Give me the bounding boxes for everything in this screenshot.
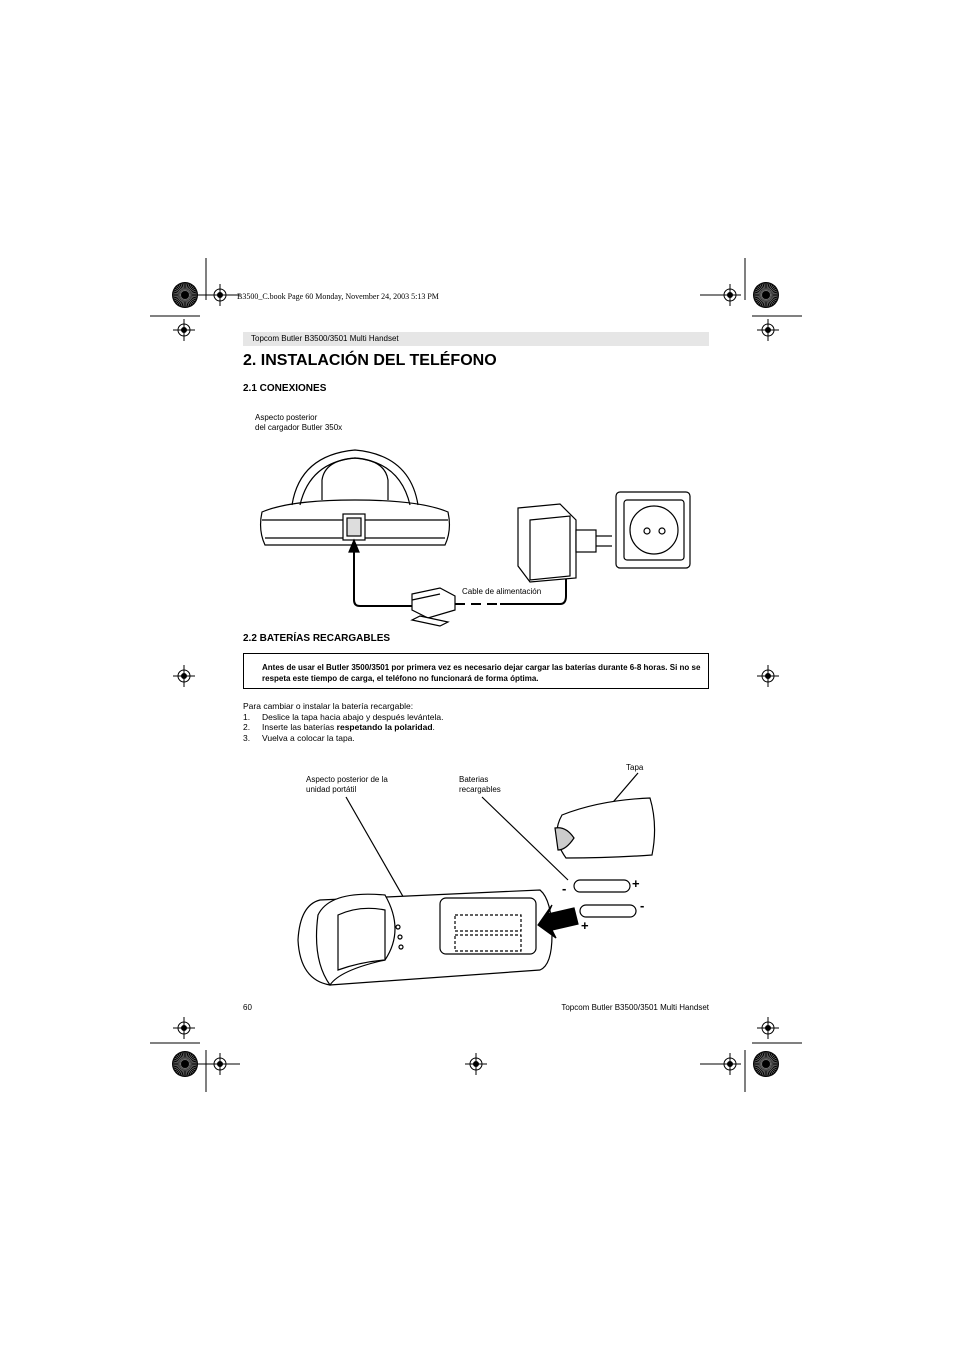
battery-cover xyxy=(556,797,656,859)
charging-notice-box: Antes de usar el Butler 3500/3501 por pr… xyxy=(243,653,709,689)
crosshair-mark xyxy=(209,284,231,306)
section-title: 2. INSTALACIÓN DEL TELÉFONO xyxy=(243,352,497,369)
charger-caption-line2: del cargador Butler 350x xyxy=(255,423,343,432)
crosshair-mark xyxy=(757,1017,779,1039)
crosshair-mark xyxy=(757,665,779,687)
subsection-title-conexiones: 2.1 CONEXIONES xyxy=(243,383,327,394)
battery-1 xyxy=(573,879,631,893)
batteries-label: Baterias recargables xyxy=(459,775,501,794)
step-1: 1.Deslice la tapa hacia abajo y después … xyxy=(243,711,444,722)
cable-connector xyxy=(411,587,456,619)
step-2: 2.Inserte las baterías respetando la pol… xyxy=(243,722,435,732)
crosshair-mark xyxy=(719,284,741,306)
crosshair-mark xyxy=(173,665,195,687)
cable-label: Cable de alimentación xyxy=(462,587,542,596)
sunburst-mark xyxy=(172,282,198,308)
footer-product: Topcom Butler B3500/3501 Multi Handset xyxy=(561,1003,709,1012)
crosshair-mark xyxy=(173,1017,195,1039)
crosshair-mark xyxy=(173,319,195,341)
footer-page-number: 60 xyxy=(243,1003,252,1012)
polarity-plus-bottom: + xyxy=(581,918,589,933)
battery-2 xyxy=(579,904,637,918)
crosshair-mark xyxy=(719,1053,741,1075)
crosshair-mark xyxy=(465,1053,487,1075)
polarity-minus-top: - xyxy=(562,881,567,896)
crosshair-mark xyxy=(209,1053,231,1075)
charger-caption: Aspecto posterior del cargador Butler 35… xyxy=(255,413,342,433)
instructions-intro: Para cambiar o instalar la batería recar… xyxy=(243,701,414,711)
handset-label: Aspecto posterior de la unidad portátil xyxy=(306,775,388,794)
running-header-text: Topcom Butler B3500/3501 Multi Handset xyxy=(251,334,399,343)
cover-label: Tapa xyxy=(626,763,644,772)
battery-instructions: Para cambiar o instalar la batería recar… xyxy=(243,701,443,743)
charger-caption-line1: Aspecto posterior xyxy=(255,413,318,422)
insert-arrow xyxy=(537,904,579,939)
sunburst-mark xyxy=(753,1051,779,1077)
step-3: 3.Vuelva a colocar la tapa. xyxy=(243,732,355,743)
sunburst-mark xyxy=(753,282,779,308)
power-cable xyxy=(353,545,415,607)
print-info: B3500_C.book Page 60 Monday, November 24… xyxy=(237,292,439,301)
charging-notice-text: Antes de usar el Butler 3500/3501 por pr… xyxy=(262,663,701,683)
polarity-plus-top: + xyxy=(632,876,640,891)
charger-cradle xyxy=(291,449,419,506)
subsection-title-baterias: 2.2 BATERÍAS RECARGABLES xyxy=(243,633,391,644)
sunburst-mark xyxy=(172,1051,198,1077)
running-header: Topcom Butler B3500/3501 Multi Handset xyxy=(243,332,709,346)
crosshair-mark xyxy=(757,319,779,341)
power-adapter xyxy=(517,503,577,583)
polarity-minus-bottom: - xyxy=(640,898,645,913)
